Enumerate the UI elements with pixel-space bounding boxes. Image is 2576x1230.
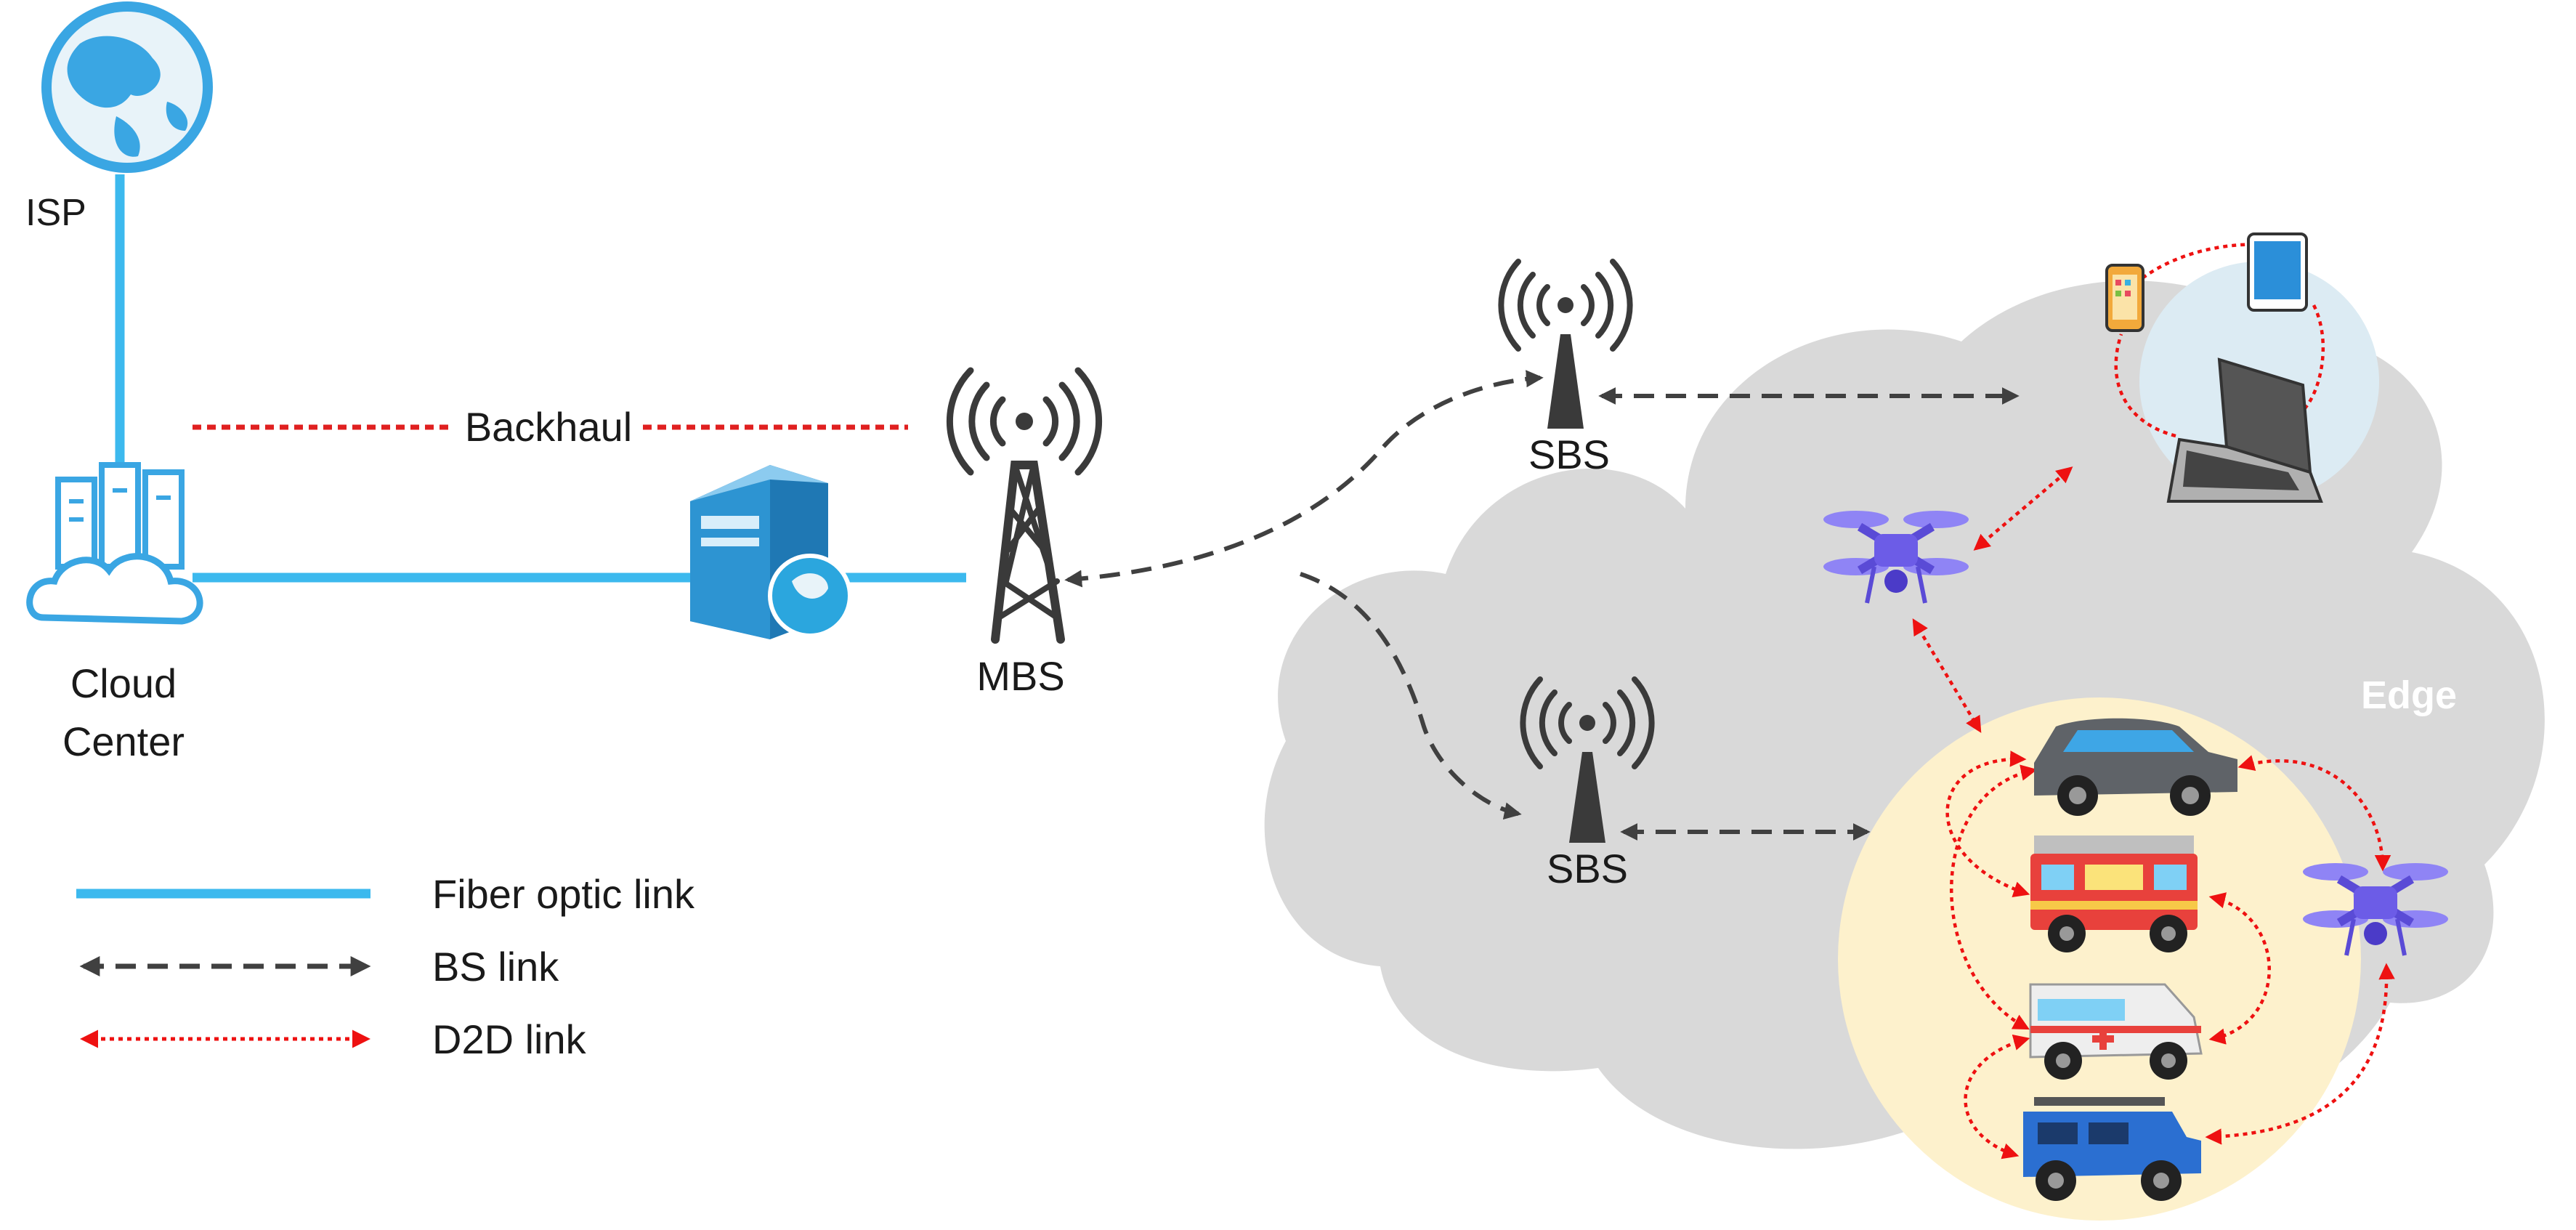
server-icon bbox=[690, 465, 852, 639]
globe-icon bbox=[41, 1, 213, 173]
cloud-center-label-line2: Center bbox=[62, 719, 185, 764]
d2d-laptop-phone bbox=[2114, 333, 2176, 438]
jeep-icon bbox=[2023, 1097, 2201, 1201]
d2d-drone1-devices bbox=[1973, 466, 2073, 551]
smartphone-icon bbox=[2105, 264, 2144, 332]
isp-label: ISP bbox=[25, 192, 86, 234]
mbs-label: MBS bbox=[976, 653, 1064, 699]
fire-truck-icon bbox=[2030, 835, 2198, 952]
drone-icon bbox=[2303, 863, 2448, 956]
mbs-tower-icon bbox=[946, 367, 1103, 644]
ambulance-icon bbox=[2029, 983, 2203, 1080]
edge-label: Edge bbox=[2361, 673, 2457, 717]
d2d-ambulance-jeep bbox=[1964, 1034, 2030, 1160]
sbs-bottom-tower-icon bbox=[1520, 676, 1655, 843]
d2d-car-firetruck bbox=[1945, 750, 2030, 897]
sbs-bottom-label: SBS bbox=[1547, 846, 1628, 891]
d2d-drone1-car bbox=[1912, 618, 1982, 733]
legend: Fiber optic link BS link D2D link bbox=[76, 871, 695, 1062]
car-icon bbox=[2034, 718, 2237, 816]
d2d-links bbox=[1912, 243, 2395, 1160]
sbs-top-tower-icon bbox=[1498, 259, 1633, 429]
laptop-icon bbox=[2166, 357, 2323, 503]
drone-icon bbox=[1823, 511, 1969, 604]
legend-d2d-label: D2D link bbox=[432, 1016, 587, 1062]
backhaul-label: Backhaul bbox=[465, 404, 632, 450]
legend-fiber-label: Fiber optic link bbox=[432, 871, 695, 917]
d2d-drone2-jeep bbox=[2205, 963, 2395, 1145]
bs-link-mbs-sbs-top bbox=[1064, 370, 1544, 588]
d2d-phone-tablet bbox=[2134, 243, 2282, 285]
sbs-top-label: SBS bbox=[1528, 432, 1610, 477]
cloud-center-label-line1: Cloud bbox=[70, 660, 177, 706]
bs-link-mbs-sbs-bottom bbox=[1300, 572, 1522, 820]
legend-bs-label: BS link bbox=[432, 944, 559, 990]
tablet-icon bbox=[2247, 232, 2308, 312]
cloud-center-icon bbox=[26, 462, 203, 625]
